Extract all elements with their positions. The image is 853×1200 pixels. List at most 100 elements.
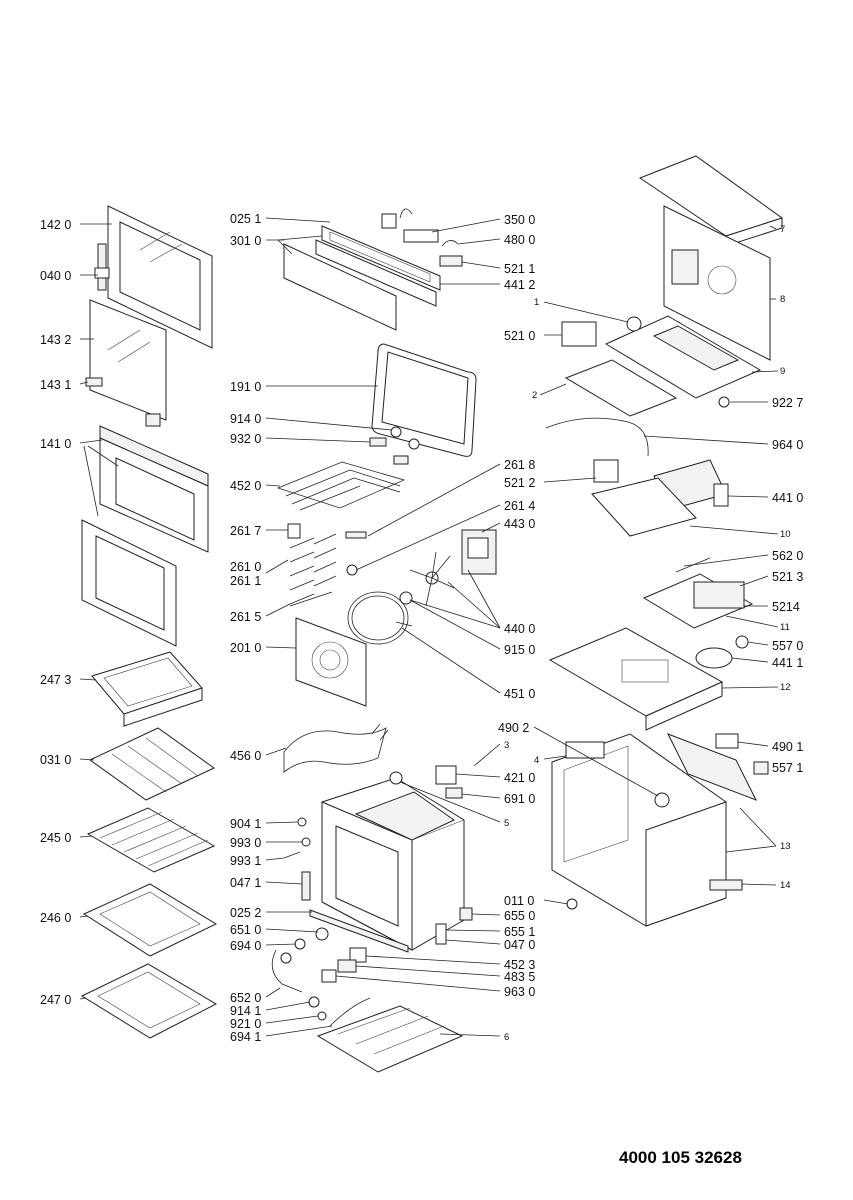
fan-blade-440-0 (346, 551, 455, 607)
small-parts-904-993 (283, 817, 311, 901)
label-562-0: 562 0 (772, 549, 803, 563)
bottom-heater-6 (316, 1005, 464, 1073)
label-963-0: 963 0 (504, 985, 535, 999)
label-261-4: 261 4 (504, 499, 535, 513)
cooling-duct-9 (604, 315, 762, 399)
label-4: 4 (534, 755, 539, 766)
wire-rack-245-0 (86, 807, 216, 873)
label-521-0: 521 0 (504, 329, 535, 343)
terminal-block-521-0 (561, 316, 730, 408)
label-14: 14 (780, 880, 791, 891)
label-915-0: 915 0 (504, 643, 535, 657)
label-652-0: 652 0 (230, 991, 261, 1005)
label-7: 7 (780, 224, 785, 235)
relay-421-691-655 (389, 765, 473, 945)
side-rails-261 (287, 523, 367, 607)
label-932-0: 932 0 (230, 432, 261, 446)
inner-glass-143-2 (89, 299, 167, 421)
label-5214: 5214 (772, 600, 800, 614)
baking-tray-247-3 (91, 651, 203, 727)
label-011-0: 011 0 (504, 894, 534, 908)
glass-clips-143-1 (85, 377, 161, 427)
label-247-0: 247 0 (40, 993, 71, 1007)
label-914-0: 914 0 (230, 412, 261, 426)
label-452-3: 452 3 (504, 958, 535, 972)
housing-13 (551, 733, 758, 927)
thermostat-parts-452-483-963 (321, 947, 367, 983)
hinge-040-0 (94, 243, 110, 291)
fan-cover-201-0 (295, 617, 367, 707)
label-451-0: 451 0 (504, 687, 535, 701)
label-247-3: 247 3 (40, 673, 71, 687)
label-993-0: 993 0 (230, 836, 261, 850)
label-3: 3 (504, 740, 509, 751)
label-10: 10 (780, 529, 791, 540)
grill-element-452-0 (276, 461, 406, 511)
label-691-0: 691 0 (504, 792, 535, 806)
label-655-1: 655 1 (504, 925, 535, 939)
label-8: 8 (780, 294, 785, 305)
fan-parts-914-932 (369, 426, 420, 465)
label-993-1: 993 1 (230, 854, 261, 868)
label-201-0: 201 0 (230, 641, 261, 655)
label-921-0: 921 0 (230, 1017, 261, 1031)
label-490-1: 490 1 (772, 740, 803, 754)
door-frame-142-0 (107, 205, 213, 349)
label-694-0: 694 0 (230, 939, 261, 953)
label-261-1: 261 1 (230, 574, 261, 588)
label-914-1: 914 1 (230, 1004, 261, 1018)
electronic-board-350-0 (403, 229, 463, 267)
label-441-2: 441 2 (504, 278, 535, 292)
label-191-0: 191 0 (230, 380, 261, 394)
label-245-0: 245 0 (40, 831, 71, 845)
tray-frame-246-0 (82, 883, 218, 957)
label-040-0: 040 0 (40, 269, 71, 283)
fan-motor-443-0 (461, 529, 497, 575)
tray-frame-247-0 (80, 963, 218, 1039)
label-490-2: 490 2 (498, 721, 529, 735)
label-261-8: 261 8 (504, 458, 535, 472)
label-904-1: 904 1 (230, 817, 261, 831)
label-456-0: 456 0 (230, 749, 261, 763)
bottom-plate-12 (548, 627, 724, 731)
label-9: 9 (780, 366, 785, 377)
top-cover-7 (638, 155, 784, 247)
label-1: 1 (534, 297, 539, 308)
label-143-2: 143 2 (40, 333, 71, 347)
label-480-0: 480 0 (504, 233, 535, 247)
control-board-521-3 (642, 557, 754, 669)
control-panel-301-0 (283, 208, 441, 331)
label-246-0: 246 0 (40, 911, 71, 925)
part-labels: 142 0 040 0 143 2 14 3 1 141 0 247 3 031 … (40, 212, 803, 1044)
label-301-0: 301 0 (230, 234, 261, 248)
label-521-2: 521 2 (504, 476, 535, 490)
fan-assembly-441-0 (545, 417, 729, 537)
label-047-1: 047 1 (230, 876, 261, 890)
oven-cavity (321, 777, 465, 951)
label-694-1: 694 1 (230, 1030, 261, 1044)
label-521-1: 521 1 (504, 262, 535, 276)
label-651-0: 651 0 (230, 923, 261, 937)
label-922-7: 922 7 (772, 396, 803, 410)
label-261-0: 261 0 (230, 560, 261, 574)
bracket-2 (564, 359, 678, 417)
leader-lines (79, 217, 779, 1037)
label-025-2: 025 2 (230, 906, 261, 920)
label-142-0: 142 0 (40, 218, 71, 232)
document-number: 4000 105 32628 (619, 1148, 742, 1167)
label-443-0: 443 0 (504, 517, 535, 531)
label-261-7: 261 7 (230, 524, 261, 538)
label-261-5: 261 5 (230, 610, 261, 624)
label-025-1: 025 1 (230, 212, 261, 226)
label-031-0: 031 0 (40, 753, 71, 767)
label-521-3: 521 3 (772, 570, 803, 584)
label-441-1: 441 1 (772, 656, 803, 670)
grill-tray-031-0 (89, 727, 215, 801)
label-557-1: 557 1 (772, 761, 803, 775)
label-964-0: 964 0 (772, 438, 803, 452)
label-141-0: 141 0 (40, 437, 71, 451)
outer-door-141-0 (81, 425, 209, 647)
label-6: 6 (504, 1032, 509, 1043)
label-452-0: 452 0 (230, 479, 261, 493)
